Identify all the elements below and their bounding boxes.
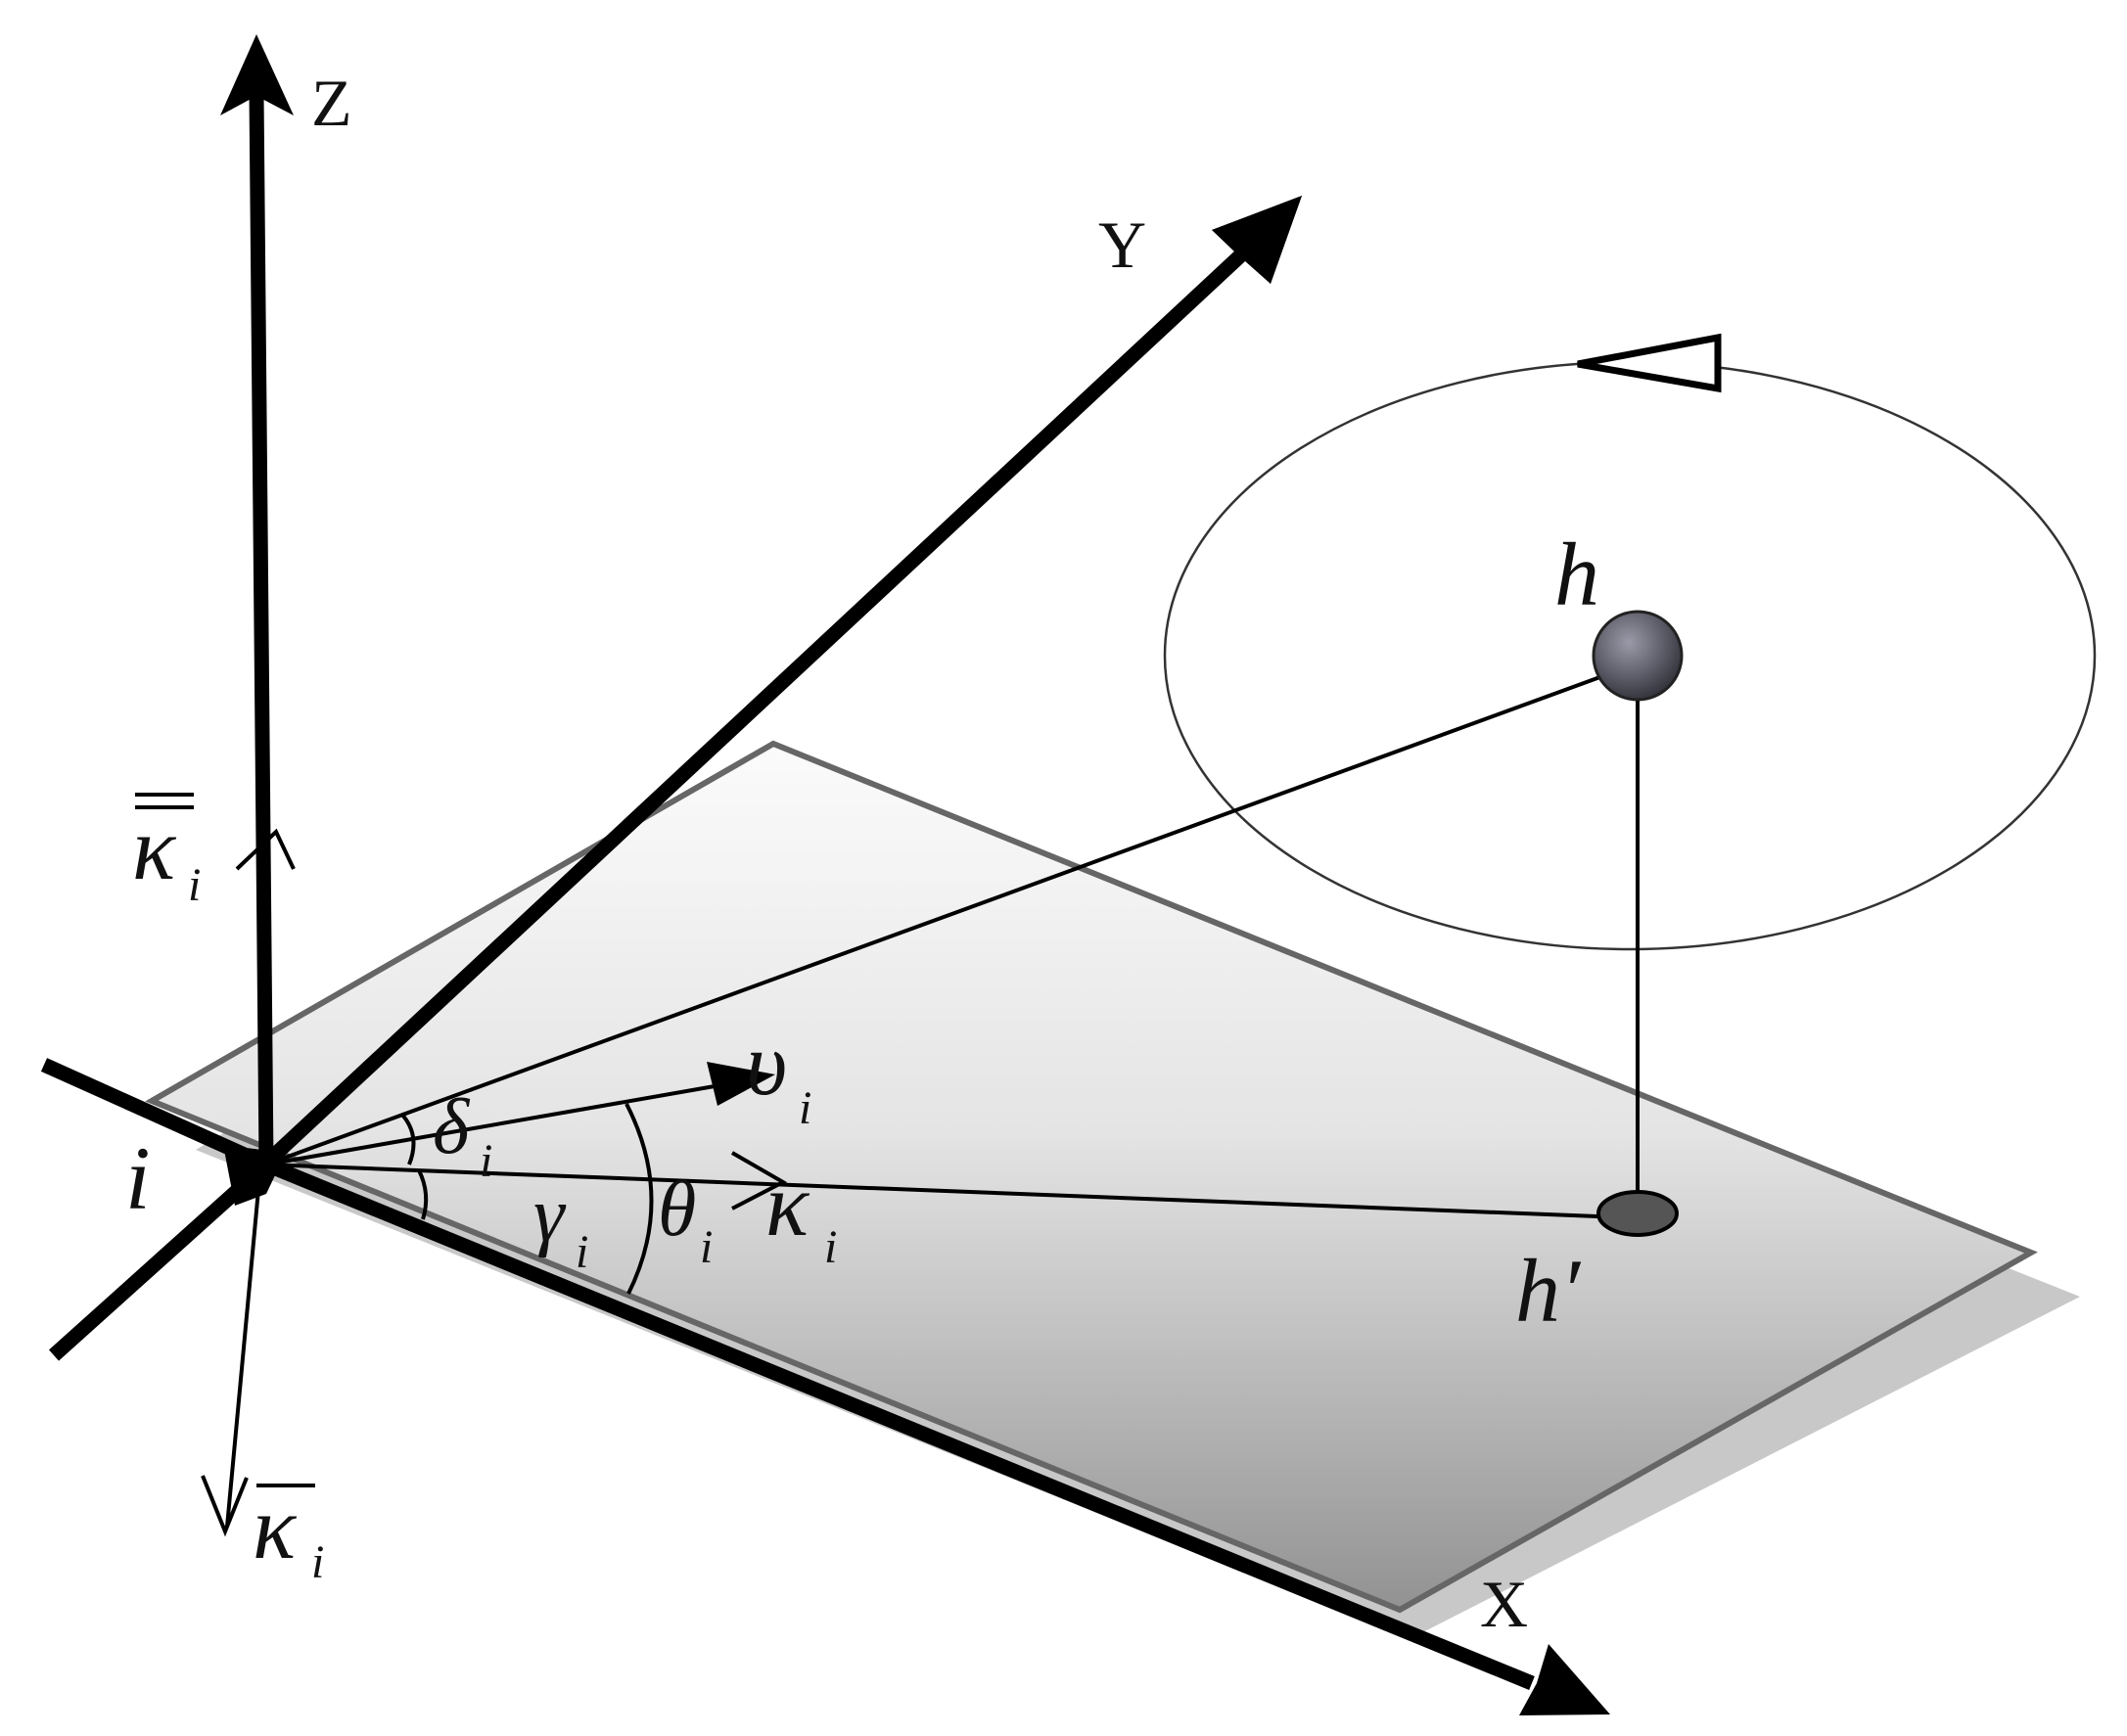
z-axis-line	[249, 92, 274, 1165]
svg-text:i: i	[824, 1221, 837, 1273]
upsilon-arrow-icon	[707, 1062, 775, 1106]
line-i-to-h	[265, 673, 1606, 1166]
svg-text:i: i	[480, 1135, 492, 1187]
x-axis-arrow-icon	[1519, 1644, 1610, 1715]
svg-text:θ: θ	[658, 1166, 696, 1253]
y-axis-label: Y	[1098, 207, 1146, 282]
theta-label: θ i	[658, 1166, 713, 1273]
kappa-bar-vector-line	[225, 1178, 261, 1528]
svg-text:κ: κ	[765, 1155, 810, 1255]
svg-text:δ: δ	[433, 1084, 471, 1170]
gamma-label: γ i	[533, 1172, 588, 1278]
kappa-double-bar-label: κ i	[132, 793, 201, 911]
ground-plane	[145, 740, 2038, 1614]
z-axis-arrow-icon	[220, 34, 294, 115]
kappa-bar-label: κ i	[253, 1478, 324, 1588]
origin-node-icon	[223, 1145, 286, 1206]
hub-projection-marker	[1596, 1190, 1679, 1237]
hub-sphere	[1592, 610, 1684, 702]
y-axis-line	[258, 229, 1269, 1170]
svg-text:i: i	[188, 859, 201, 911]
theta-angle-arc	[624, 1103, 654, 1295]
kappa-label: κ i	[765, 1155, 837, 1273]
kappa-arrow-icon	[731, 1151, 788, 1211]
svg-text:i: i	[799, 1082, 811, 1134]
x-axis-line	[263, 1158, 1535, 1690]
svg-text:i: i	[311, 1536, 324, 1588]
upsilon-vector-line	[265, 1084, 716, 1166]
upsilon-label: υ i	[746, 1014, 811, 1134]
svg-text:κ: κ	[132, 799, 177, 898]
svg-text:γ: γ	[533, 1172, 567, 1258]
svg-text:i: i	[700, 1221, 713, 1273]
kappa-double-bar-arrow-icon	[235, 828, 296, 871]
origin-label: i	[125, 1128, 151, 1228]
svg-text:κ: κ	[253, 1478, 298, 1577]
orbit-direction-arrow-icon	[1577, 333, 1722, 393]
kappa-bar-arrow-icon	[201, 1475, 249, 1537]
delta-angle-arc	[399, 1112, 416, 1165]
hub-projection-label: h′	[1515, 1241, 1582, 1341]
kappa-vector-line	[265, 1163, 1598, 1218]
hub-label: h	[1554, 525, 1599, 624]
z-axis-label: Z	[311, 66, 352, 140]
delta-label: δ i	[433, 1084, 492, 1187]
x-axis-label: X	[1480, 1567, 1528, 1641]
svg-text:υ: υ	[746, 1014, 787, 1114]
gamma-angle-arc	[417, 1169, 429, 1220]
svg-text:i: i	[576, 1226, 588, 1278]
